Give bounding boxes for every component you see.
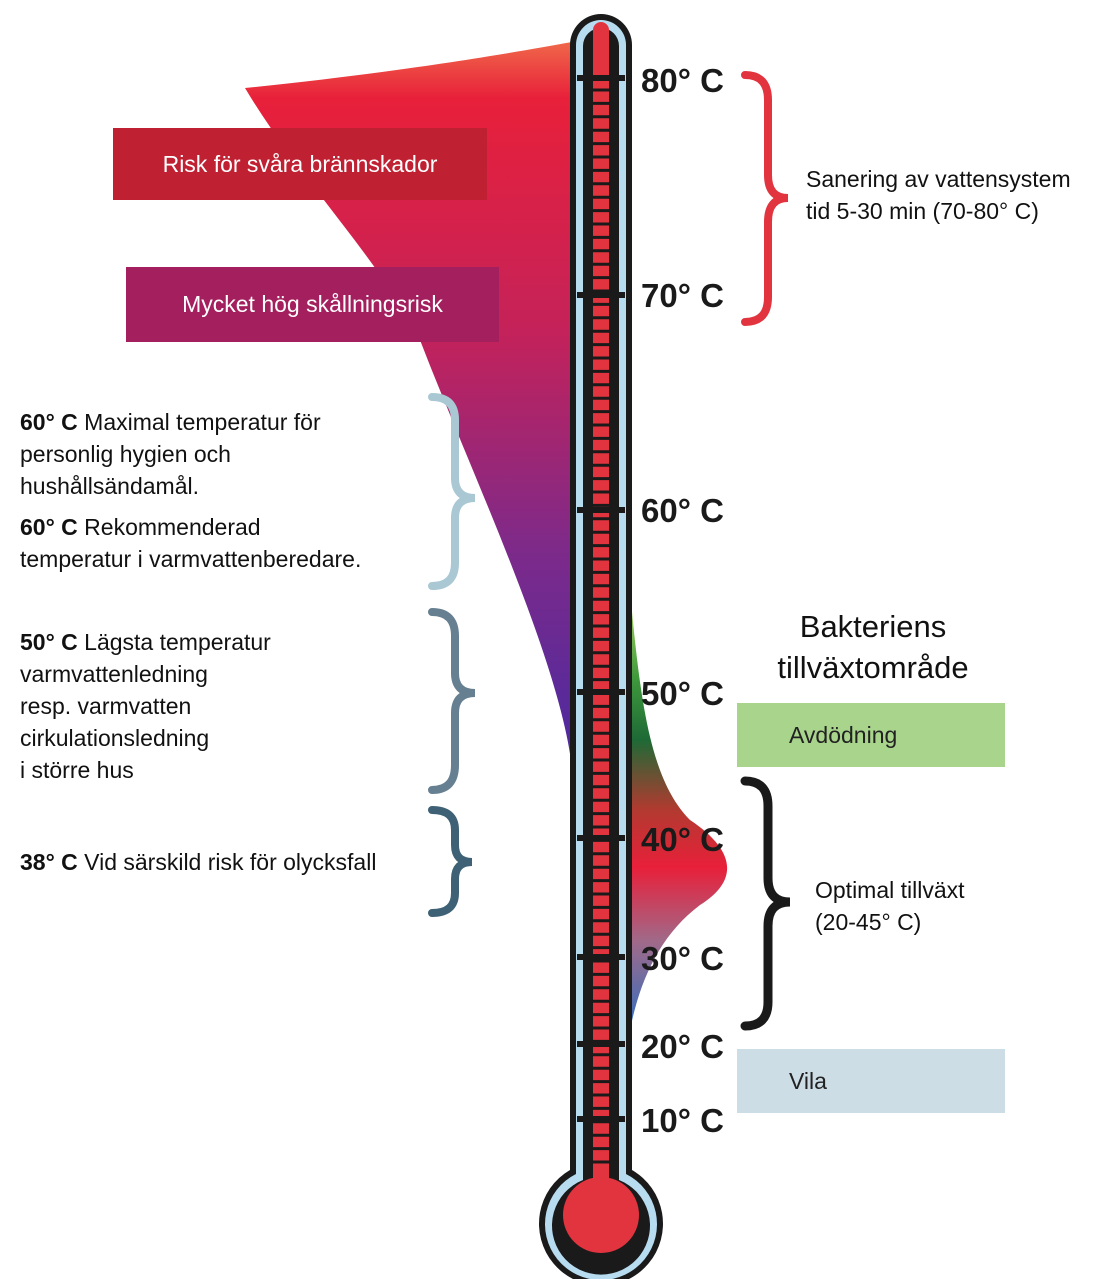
scald-risk-box: Mycket hög skållningsrisk — [126, 267, 499, 342]
sanitation-line-1: Sanering av vattensystem — [806, 166, 1071, 192]
tick-label-10: 10° C — [641, 1102, 724, 1139]
note-accident-value: 38° C — [20, 849, 78, 875]
note-water-heater-line-2: temperatur i varmvattenberedare. — [20, 546, 362, 572]
tick-label-30: 30° C — [641, 940, 724, 977]
thermometer — [539, 14, 663, 1279]
note-circulation-line-2: varmvattenledning — [20, 661, 208, 687]
brace-hygiene — [428, 393, 476, 590]
note-water-heater-value: 60° C — [20, 514, 78, 540]
note-accident-line-1: Vid särskild risk för olycksfall — [84, 849, 377, 875]
heat-gradient-fan — [245, 42, 572, 768]
optimal-growth-line-1: Optimal tillväxt — [815, 877, 965, 903]
note-circulation-line-4: cirkulationsledning — [20, 725, 210, 751]
burn-risk-box: Risk för svåra brännskador — [113, 128, 487, 200]
tick-label-50: 50° C — [641, 675, 724, 712]
optimal-growth-line-2: (20-45° C) — [815, 909, 922, 935]
die-off-label: Avdödning — [789, 721, 898, 748]
note-circulation-line-1: Lägsta temperatur — [84, 629, 271, 655]
brace-accident — [428, 806, 473, 917]
bacteria-title: Bakteriens tillväxtområde — [750, 606, 996, 688]
optimal-growth-note: Optimal tillväxt (20-45° C) — [815, 874, 965, 938]
major-ticks — [577, 75, 625, 1122]
note-circulation-value: 50° C — [20, 629, 78, 655]
note-water-heater: 60° C Rekommenderad temperatur i varmvat… — [20, 511, 361, 575]
tick-label-20: 20° C — [641, 1028, 724, 1065]
burn-risk-label: Risk för svåra brännskador — [162, 150, 438, 177]
note-hygiene-line-2: personlig hygien och — [20, 441, 231, 467]
sanitation-line-2: tid 5-30 min (70-80° C) — [806, 198, 1039, 224]
die-off-box: Avdödning — [737, 703, 1005, 767]
brace-optimal-growth — [740, 776, 791, 1031]
tick-label-70: 70° C — [641, 277, 724, 314]
rest-label: Vila — [789, 1067, 827, 1094]
note-hygiene-line-1: Maximal temperatur för — [84, 409, 321, 435]
note-hygiene-value: 60° C — [20, 409, 78, 435]
note-hygiene-line-3: hushållsändamål. — [20, 473, 200, 499]
brace-circulation — [428, 608, 476, 794]
minor-ticks — [589, 88, 613, 1164]
note-accident: 38° C Vid särskild risk för olycksfall — [20, 846, 376, 878]
brace-sanitation — [741, 71, 789, 326]
tick-label-60: 60° C — [641, 492, 724, 529]
note-circulation: 50° C Lägsta temperatur varmvattenlednin… — [20, 626, 271, 786]
scald-risk-label: Mycket hög skållningsrisk — [182, 291, 443, 317]
rest-box: Vila — [737, 1049, 1005, 1113]
bacteria-growth-curve — [630, 590, 728, 1030]
tick-label-40: 40° C — [641, 821, 724, 858]
bacteria-title-line-2: tillväxtområde — [777, 650, 969, 685]
bacteria-title-line-1: Bakteriens — [799, 609, 947, 644]
note-circulation-line-5: i större hus — [20, 757, 134, 783]
tick-label-80: 80° C — [641, 62, 724, 99]
sanitation-note: Sanering av vattensystem tid 5-30 min (7… — [806, 163, 1071, 227]
note-water-heater-line-1: Rekommenderad — [84, 514, 261, 540]
note-circulation-line-3: resp. varmvatten — [20, 693, 192, 719]
note-hygiene: 60° C Maximal temperatur för personlig h… — [20, 406, 321, 502]
